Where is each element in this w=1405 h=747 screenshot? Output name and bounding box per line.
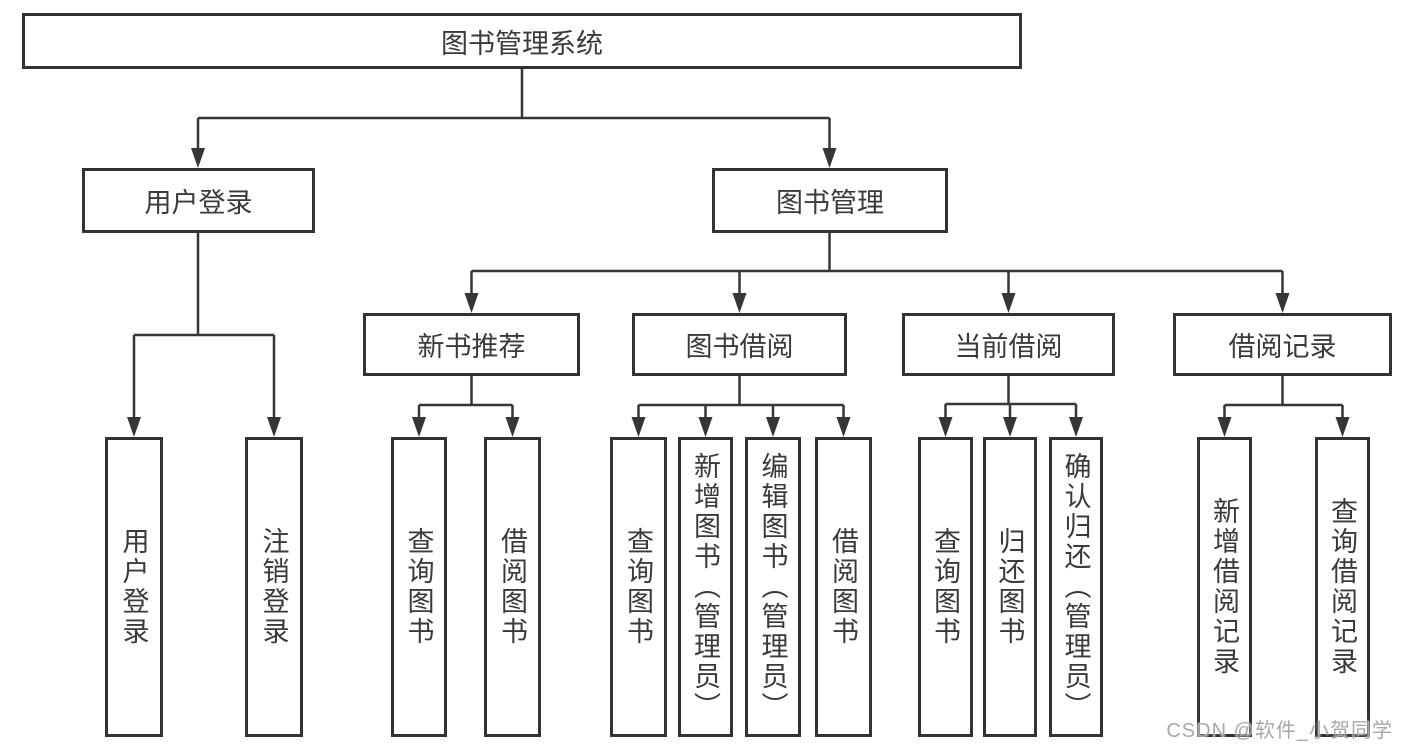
node-book-management: 图书管理 (712, 168, 948, 233)
watermark: CSDN @软件_小贺同学 (1166, 720, 1393, 742)
node-borrowing-records: 借阅记录 (1173, 313, 1392, 376)
arrowhead (1069, 417, 1083, 437)
arrowhead (191, 148, 205, 168)
arrowhead (267, 417, 281, 437)
node-root: 图书管理系统 (22, 13, 1022, 69)
arrowhead (1001, 293, 1016, 313)
leaf-query-books-current: 查询图书 (918, 437, 973, 737)
arrowhead (1335, 417, 1350, 437)
leaf-borrow-books-recommend: 借阅图书 (484, 437, 541, 737)
leaf-return-books: 归还图书 (983, 437, 1037, 737)
leaf-borrow-books-borrowing: 借阅图书 (815, 437, 872, 737)
arrowhead (505, 417, 520, 437)
arrowhead (698, 417, 713, 437)
connector-new-book-recommend (412, 376, 520, 437)
connector-current-borrowing (938, 376, 1083, 437)
leaf-add-borrow-record: 新增借阅记录 (1197, 437, 1252, 737)
leaf-add-books-admin: 新增图书（管理员） (678, 437, 733, 737)
arrowhead (412, 417, 426, 437)
leaf-query-books-recommend: 查询图书 (391, 437, 447, 737)
arrowhead (938, 417, 953, 437)
arrowhead (1003, 417, 1017, 437)
leaf-query-books-borrowing: 查询图书 (610, 437, 667, 737)
leaf-edit-books-admin: 编辑图书（管理员） (745, 437, 801, 737)
arrowhead (631, 417, 646, 437)
node-book-borrowing: 图书借阅 (632, 313, 847, 376)
arrowhead (732, 293, 747, 313)
connector-root (191, 69, 837, 168)
connector-book-borrowing (631, 376, 851, 437)
node-current-borrowing: 当前借阅 (902, 313, 1115, 376)
arrowhead (766, 417, 780, 437)
arrowhead (1217, 417, 1232, 437)
node-new-book-recommend: 新书推荐 (363, 313, 580, 376)
connector-book-management (464, 233, 1290, 313)
arrowhead (1275, 293, 1290, 313)
leaf-logout: 注销登录 (245, 437, 303, 737)
connector-user-login (127, 233, 281, 437)
arrowhead (127, 417, 141, 437)
leaf-user-login: 用户登录 (105, 437, 163, 737)
leaf-confirm-return-admin: 确认归还（管理员） (1049, 437, 1103, 737)
node-user-login: 用户登录 (82, 168, 315, 233)
connector-borrowing-records (1217, 376, 1350, 437)
arrowhead (836, 417, 851, 437)
arrowhead (464, 293, 479, 313)
arrowhead (822, 148, 837, 168)
leaf-query-borrow-record: 查询借阅记录 (1315, 437, 1370, 737)
